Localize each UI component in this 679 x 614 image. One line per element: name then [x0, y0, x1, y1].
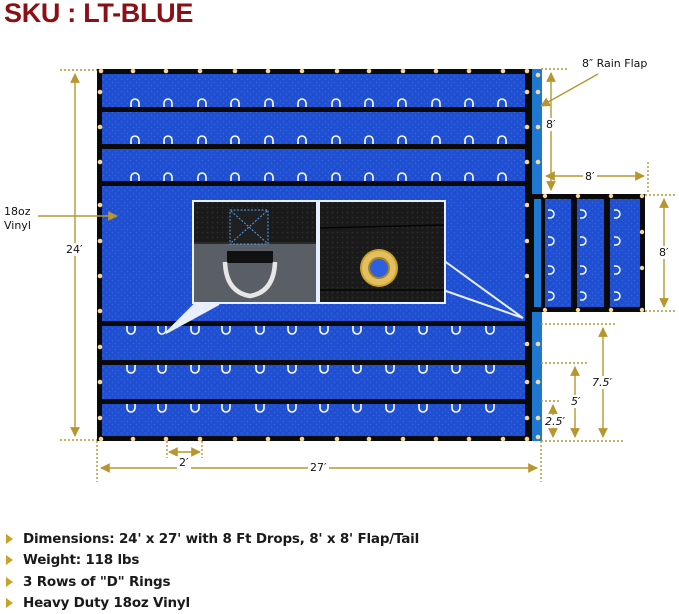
- flap-height-label: 8′: [657, 246, 671, 259]
- row-7-5-label: 7.5′: [590, 376, 614, 389]
- feature-item: Weight: 118 lbs: [6, 550, 419, 572]
- height-label: 24′: [64, 243, 85, 256]
- rain-flap-label: 8″ Rain Flap: [580, 57, 649, 70]
- feature-text: Weight: 118 lbs: [23, 552, 139, 568]
- feature-list: Dimensions: 24' x 27' with 8 Ft Drops, 8…: [6, 528, 419, 614]
- material-label-line2: Vinyl: [4, 219, 31, 233]
- row-5-label: 5′: [569, 395, 583, 408]
- drop-depth-label: 8′: [544, 118, 558, 131]
- ring-spacing-label: 2′: [177, 456, 191, 469]
- material-label-line1: 18oz: [4, 205, 31, 219]
- width-label: 27′: [308, 461, 329, 474]
- bullet-arrow-icon: [6, 598, 13, 608]
- flap-width-label: 8′: [583, 170, 597, 183]
- feature-text: Heavy Duty 18oz Vinyl: [23, 595, 190, 611]
- feature-text: Dimensions: 24' x 27' with 8 Ft Drops, 8…: [23, 531, 419, 547]
- row-2-5-label: 2.5′: [543, 415, 567, 428]
- feature-item: 3 Rows of "D" Rings: [6, 571, 419, 593]
- feature-item: Dimensions: 24' x 27' with 8 Ft Drops, 8…: [6, 528, 419, 550]
- material-label: 18oz Vinyl: [2, 205, 33, 233]
- bullet-arrow-icon: [6, 577, 13, 587]
- feature-item: Heavy Duty 18oz Vinyl: [6, 593, 419, 614]
- tarp-diagram: [0, 0, 679, 520]
- bullet-arrow-icon: [6, 555, 13, 565]
- flap-tail: [529, 194, 645, 312]
- bullet-arrow-icon: [6, 534, 13, 544]
- feature-text: 3 Rows of "D" Rings: [23, 574, 170, 590]
